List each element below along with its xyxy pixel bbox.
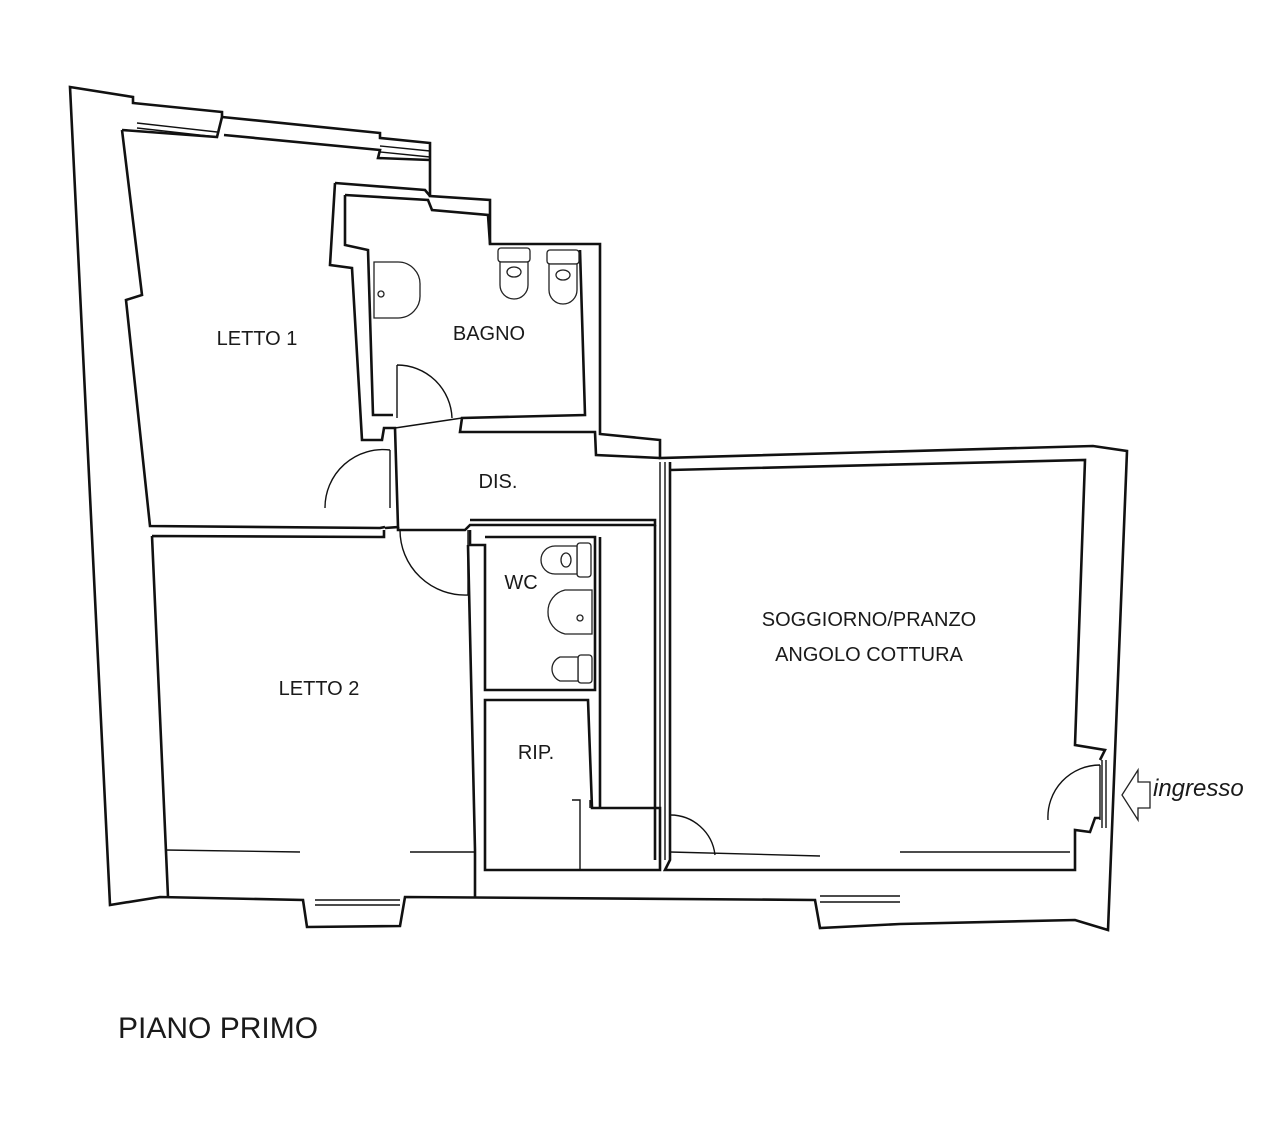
wc-sink-icon <box>547 589 593 635</box>
window-bottom-right <box>669 851 1070 903</box>
soggiorno-door <box>669 814 716 856</box>
soggiorno-partition <box>659 462 666 860</box>
room-label-soggiorno: SOGGIORNO/PRANZO <box>762 609 976 631</box>
room-label-dis: DIS. <box>479 471 518 493</box>
bagno-sink-icon <box>373 261 421 319</box>
floor-title: PIANO PRIMO <box>118 1012 318 1045</box>
outer-wall-interior <box>120 129 386 530</box>
window-top-left <box>136 122 218 138</box>
letto1-right-wall <box>328 182 400 530</box>
bagno-left-wall <box>334 181 431 417</box>
bagno-bottom-wall <box>394 417 463 429</box>
letto2-walls <box>150 530 477 898</box>
entrance-arrow-icon <box>1121 767 1151 823</box>
window-bottom-left <box>164 849 475 906</box>
wc-toilet-icon <box>540 542 592 578</box>
bagno-toilet-icon <box>497 247 531 300</box>
room-label-letto1: LETTO 1 <box>217 328 298 350</box>
entrance-label: ingresso <box>1153 775 1244 802</box>
window-top-right <box>379 145 431 158</box>
corridor-right-wall <box>598 525 657 860</box>
bagno-bidet-icon <box>546 249 580 305</box>
wc-shower-icon <box>551 654 593 684</box>
soggiorno-walls <box>662 458 1107 872</box>
outer-wall-exterior <box>68 85 1129 932</box>
wc-walls <box>468 530 597 692</box>
letto2-door <box>399 529 469 596</box>
room-label-bagno: BAGNO <box>453 323 525 345</box>
rip-door <box>572 799 591 870</box>
letto1-door <box>324 448 391 509</box>
room-label-wc: WC <box>504 572 537 594</box>
bagno-door <box>396 364 453 419</box>
entrance-door <box>1047 760 1107 828</box>
room-label-angolo-cottura: ANGOLO COTTURA <box>775 644 963 666</box>
room-label-letto2: LETTO 2 <box>279 678 360 700</box>
bagno-walls <box>344 193 661 460</box>
dis-bottom-wall <box>396 518 657 532</box>
room-label-rip: RIP. <box>518 742 554 764</box>
rip-walls <box>483 698 662 872</box>
